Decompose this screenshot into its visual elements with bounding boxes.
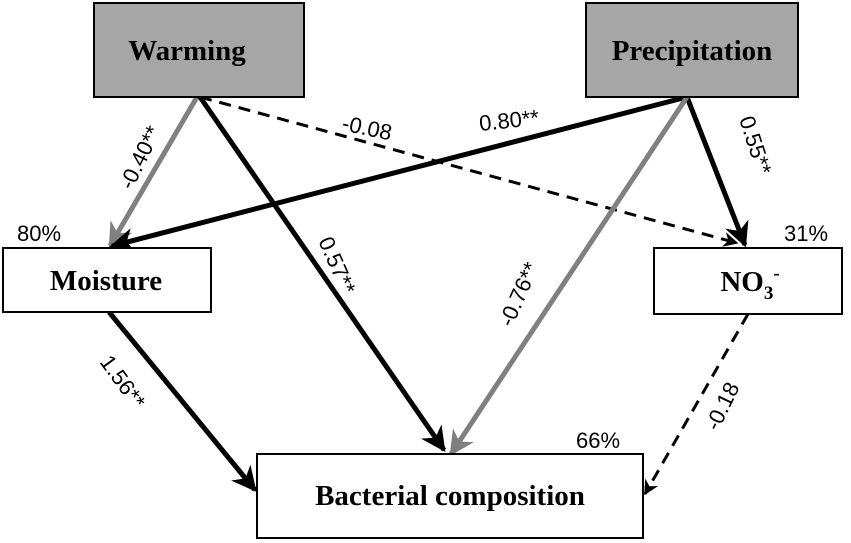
no3-r2-label: 31% [784,221,828,246]
coef-precipitation-no3: 0.55** [734,113,776,178]
no3-label-superscript: - [773,263,779,284]
coef-warming-no3: -0.08 [340,110,394,145]
path-precipitation-to-no3 [684,96,749,248]
no3-box [653,247,843,315]
no3-label-main: NO [720,266,764,298]
no3-node: NO3- [653,247,843,315]
coef-precipitation-moisture: 0.80** [478,105,541,136]
path-precipitation-to-bacterial [448,95,690,457]
no3-label-subscript: 3 [764,283,774,304]
path-precipitation-to-moisture [109,94,688,253]
path-warming-to-bacterial [197,95,447,453]
warming-node: Warming [93,2,305,98]
no3-label: NO3- [720,263,779,304]
coef-warming-bacterial: 0.57** [313,233,360,298]
coef-precipitation-bacterial: -0.76** [494,258,544,330]
coef-moisture-bacterial: 1.56** [95,350,151,414]
bacterial-composition-label: Bacterial composition [315,480,585,512]
bacterial-composition-box [256,453,644,539]
precipitation-label: Precipitation [612,35,773,67]
moisture-label: Moisture [50,265,162,297]
path-moisture-to-bacterial [107,310,257,492]
warming-label: Warming [128,35,246,67]
warming-box [93,2,305,98]
path-warming-to-no3 [199,95,739,247]
coef-warming-moisture: -0.40** [114,121,166,193]
moisture-r2-label: 80% [17,221,61,246]
precipitation-node: Precipitation [585,2,799,98]
bacterial-r2-label: 66% [576,428,620,453]
bacterial-composition-node: Bacterial composition [256,453,644,539]
moisture-node: Moisture [2,247,212,313]
moisture-box [2,247,212,313]
precipitation-box [585,2,799,98]
path-no3-to-bacterial [643,313,750,496]
path-warming-to-moisture [107,95,200,249]
